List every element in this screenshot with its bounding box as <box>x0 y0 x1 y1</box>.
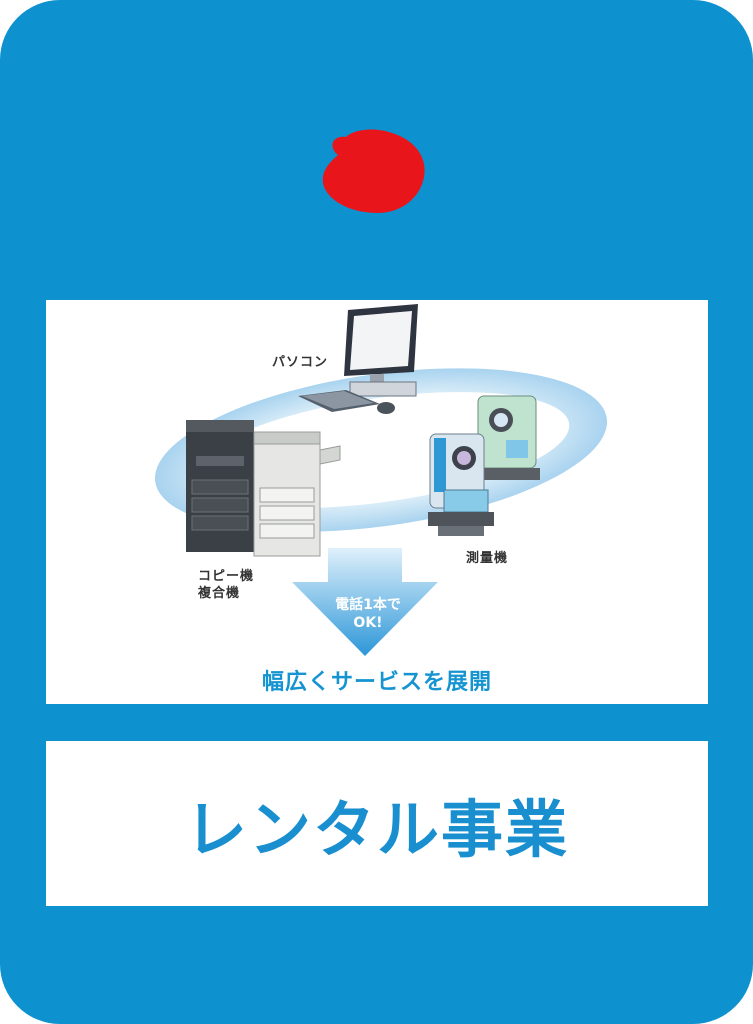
copier-label-line1: コピー機 <box>198 569 255 584</box>
copier-icon <box>186 420 341 557</box>
arrow-text-line1: 電話1本で <box>335 597 401 613</box>
copier-label-line2: 複合機 <box>198 586 241 601</box>
arrow-text: 電話1本で OK! <box>308 596 428 632</box>
rental-equipment-illustration <box>154 304 608 656</box>
survey-label: 測量機 <box>466 551 509 566</box>
pc-icon <box>298 304 418 414</box>
card-title: レンタル事業 <box>184 792 569 866</box>
title-box: レンタル事業 <box>46 741 708 906</box>
red-blob-icon <box>322 129 425 213</box>
arrow-text-line2: OK! <box>353 615 383 631</box>
copier-label: コピー機 複合機 <box>198 568 254 602</box>
tagline: 幅広くサービスを展開 <box>261 670 492 695</box>
down-arrow-icon <box>292 548 438 656</box>
illustration-panel: パソコン コピー機 複合機 測量機 電話1本で OK! 幅広くサービスを展開 <box>46 300 708 704</box>
survey-instrument-icon <box>428 395 540 536</box>
pc-label: パソコン <box>272 355 329 370</box>
